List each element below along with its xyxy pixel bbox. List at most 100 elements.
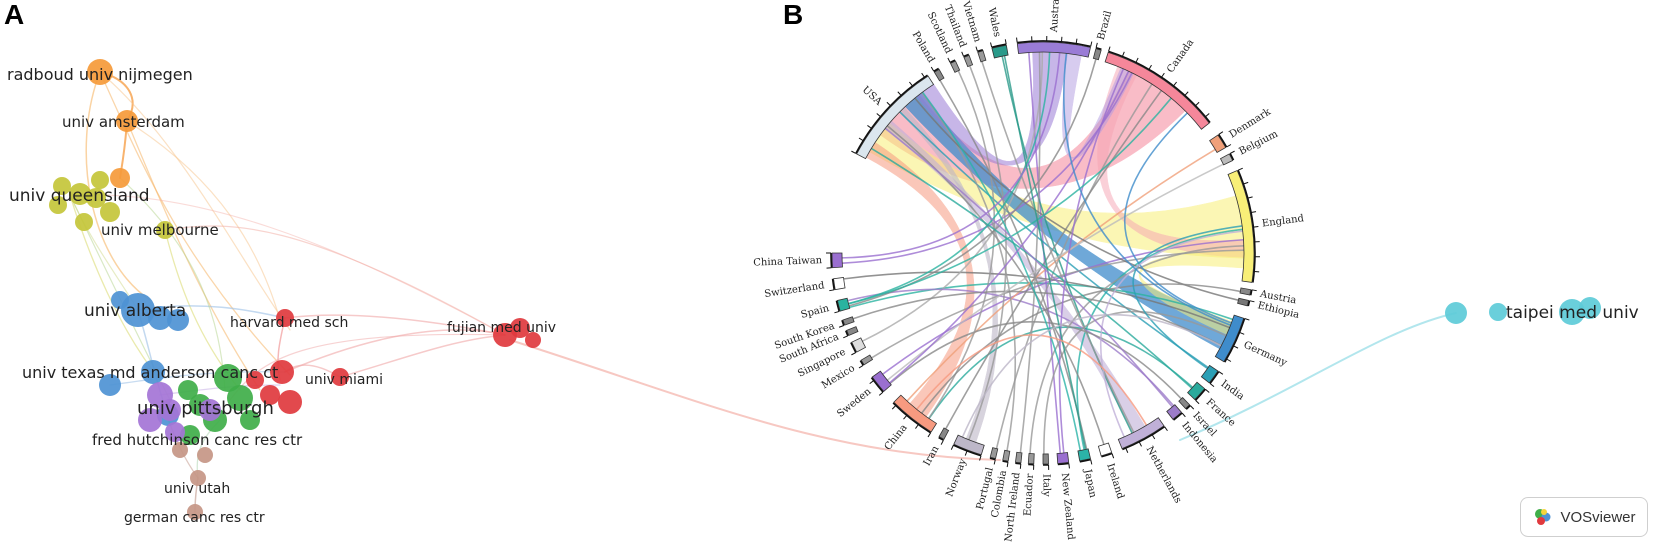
chord-tick xyxy=(1151,434,1156,440)
network-node-cyan xyxy=(1489,303,1507,321)
chord-axis-wales xyxy=(991,43,1007,49)
chord-label-poland: Poland xyxy=(910,30,937,66)
node-label-german: german canc res ctr xyxy=(124,510,265,526)
chord-axis-china-taiwan xyxy=(830,252,833,268)
network-node-red xyxy=(278,390,302,414)
chord-tick xyxy=(1161,72,1165,78)
chord-label-china-taiwan: China Taiwan xyxy=(753,255,823,268)
chord-arc-mexico xyxy=(860,354,874,366)
chord-arc-scotland xyxy=(949,60,961,73)
network-node-blue xyxy=(111,291,129,309)
chord-arc-england xyxy=(1227,170,1255,283)
chord-link xyxy=(1043,310,1227,455)
network-node-cyan xyxy=(1579,297,1601,319)
network-node-yellow xyxy=(75,213,93,231)
chord-arc-new-zealand xyxy=(1056,452,1070,464)
chord-link xyxy=(916,334,1148,426)
chord-axis-australia xyxy=(1017,40,1091,48)
network-node-yellow xyxy=(100,202,120,222)
chord-tick xyxy=(851,150,857,154)
chord-tick xyxy=(891,405,897,410)
chord-tick xyxy=(1226,358,1232,362)
chord-axis-new-zealand xyxy=(1057,462,1069,466)
chord-arc-south-africa xyxy=(846,326,859,336)
chord-tick xyxy=(990,42,993,48)
chord-tick xyxy=(975,46,978,52)
chord-tick xyxy=(964,450,968,456)
chord-tick xyxy=(1181,412,1186,418)
network-node-purple xyxy=(138,408,162,432)
chord-arc-australia xyxy=(1016,41,1091,58)
chord-link xyxy=(852,290,1222,347)
chord-arc-china xyxy=(893,394,938,433)
chord-tick xyxy=(1229,150,1235,154)
network-node-purple xyxy=(159,399,181,421)
network-node-green xyxy=(227,385,253,411)
network-labels: radboud univ nijmegen univ amsterdam uni… xyxy=(7,65,1639,526)
network-node-orange xyxy=(87,59,113,85)
chord-link xyxy=(1132,225,1243,370)
chord-tick xyxy=(1243,181,1249,185)
chord-tick xyxy=(1016,37,1018,43)
network-node-blue xyxy=(141,360,165,384)
network-node-red xyxy=(276,309,294,327)
chord-tick xyxy=(993,459,996,465)
chord-arc-belgium xyxy=(1219,153,1234,166)
network-node-orange xyxy=(116,110,138,132)
chord-link xyxy=(914,97,1239,301)
chord-tick xyxy=(1237,167,1243,171)
chord-tick xyxy=(1135,57,1139,63)
chord-arc-wales xyxy=(991,44,1009,59)
chord-link xyxy=(1123,112,1232,324)
chord-axis-mexico xyxy=(859,360,864,366)
chord-label-wales: Wales xyxy=(986,7,1003,38)
panel-label-b: B xyxy=(783,0,803,30)
chord-axis-china xyxy=(892,402,932,434)
chord-tick xyxy=(858,137,864,142)
chord-tick xyxy=(1218,371,1224,375)
network-node-purple xyxy=(165,422,185,442)
chord-link xyxy=(1100,230,1243,438)
chord-label-italy: Italy xyxy=(1040,474,1051,497)
chord-link xyxy=(849,282,1233,321)
node-label-harvard: harvard med sch xyxy=(230,315,348,331)
network-node-red xyxy=(331,368,349,386)
chord-axis-poland xyxy=(933,67,939,72)
chord-arc-brazil xyxy=(1092,48,1102,61)
chord-arc-denmark xyxy=(1209,134,1227,154)
chord-label-spain: Spain xyxy=(800,303,831,321)
chord-label-usa: USA xyxy=(860,84,885,108)
chord-tick xyxy=(851,352,857,356)
chord-tick xyxy=(834,310,840,314)
network-node-green xyxy=(178,380,198,400)
chord-link xyxy=(847,288,1175,407)
chord-arc-italy xyxy=(1042,453,1049,465)
chord-label-ireland: Ireland xyxy=(1104,462,1126,501)
chord-tick xyxy=(1138,441,1142,447)
chord-label-netherlands: Netherlands xyxy=(1144,445,1184,506)
chord-arc-japan xyxy=(1077,448,1091,462)
chord-link xyxy=(1076,228,1243,450)
chord-tick xyxy=(1226,144,1232,148)
chord-link xyxy=(961,314,1222,438)
chord-link xyxy=(921,92,1016,451)
chord-tick xyxy=(1090,459,1093,465)
chord-arc-spain xyxy=(836,297,851,312)
chord-arc-austria xyxy=(1239,287,1252,296)
chord-link xyxy=(981,61,1135,433)
network-node-blue xyxy=(167,309,189,331)
chord-arc-switzerland xyxy=(833,277,846,291)
vosviewer-logo-icon xyxy=(1535,509,1551,525)
chord-label-norway: Norway xyxy=(944,457,969,498)
vosviewer-brand-text: VOSviewer xyxy=(1560,508,1636,526)
chord-tick xyxy=(940,439,944,445)
node-label-queensland: univ queensland xyxy=(9,186,150,206)
chord-tick xyxy=(869,380,874,384)
chord-arc-india xyxy=(1200,364,1219,384)
network-node-yellow xyxy=(91,171,109,189)
chord-tick xyxy=(979,455,982,461)
chord-arc-norway xyxy=(953,434,985,456)
chord-arc-vietnam xyxy=(977,50,987,63)
chord-arc-ecuador xyxy=(1027,453,1035,465)
chord-label-germany: Germany xyxy=(1242,340,1289,369)
